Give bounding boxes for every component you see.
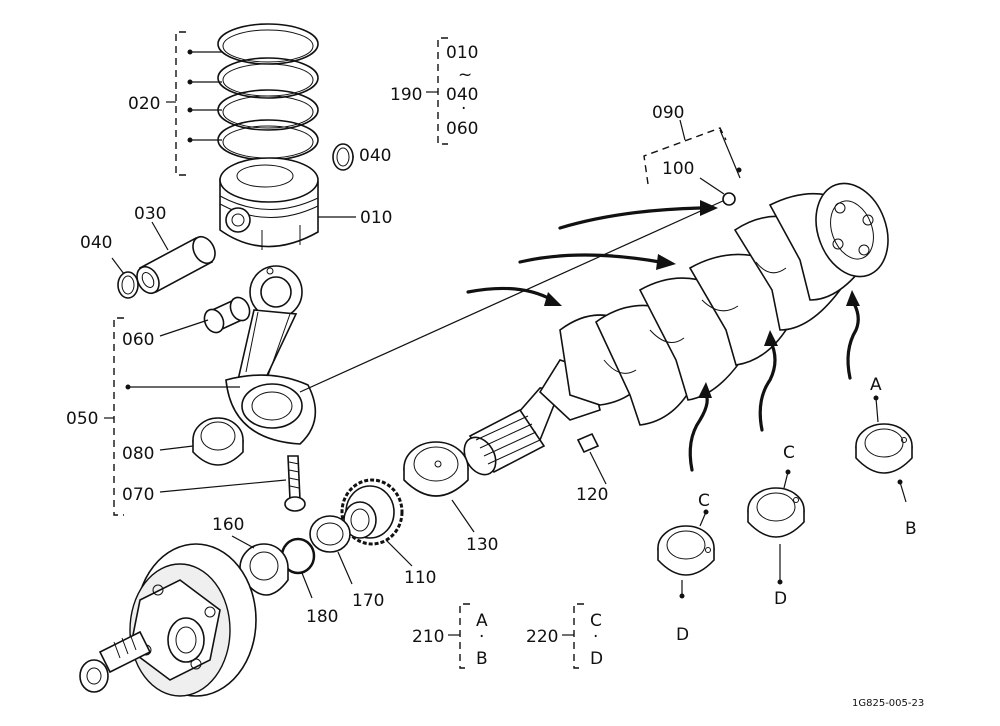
circlip-left: [117, 271, 139, 299]
group190-mid: 040: [446, 85, 478, 105]
bracket-210: [459, 603, 470, 669]
bearing-2-top-letter: C: [783, 443, 795, 463]
bearing-3-top-letter: A: [870, 375, 882, 395]
group210-bottom: B: [476, 649, 488, 669]
group210-sep: ·: [479, 627, 484, 647]
bearing-1-top-letter: C: [698, 491, 710, 511]
label-170: 170: [352, 591, 384, 611]
label-090: 090: [652, 103, 684, 123]
big-end-bearing: [192, 417, 244, 466]
label-160: 160: [212, 515, 244, 535]
crank-housing: [79, 543, 257, 697]
leader-060: [159, 319, 209, 337]
bearing-3-bottom-letter: B: [905, 519, 917, 539]
small-end-bushing: [203, 296, 251, 334]
circlip-right: [332, 143, 354, 171]
drawing-code: 1G825-005-23: [852, 698, 924, 709]
bearing-1: [657, 525, 715, 576]
bracket-190: [437, 37, 448, 145]
assembly-arrows: [466, 200, 860, 472]
piston-rings: [217, 23, 319, 161]
crankshaft: [463, 182, 889, 476]
label-080: 080: [122, 444, 154, 464]
bearing-2-bottom-letter: D: [774, 589, 787, 609]
bearing-1-bottom-letter: D: [676, 625, 689, 645]
leader-110: [385, 539, 413, 567]
label-060: 060: [122, 330, 154, 350]
bearing-3: [855, 423, 913, 474]
rod-bolt: [284, 455, 306, 512]
leader-180: [301, 572, 313, 599]
label-210: 210: [412, 627, 444, 647]
label-030: 030: [134, 204, 166, 224]
label-110: 110: [404, 568, 436, 588]
key-120: [576, 432, 600, 454]
collar-170: [309, 515, 351, 553]
group190-tilde: ~: [458, 65, 472, 85]
leader-170: [337, 551, 353, 585]
leader-160: [231, 535, 255, 549]
label-220: 220: [526, 627, 558, 647]
bracket-220: [573, 603, 584, 669]
oil-seal-160: [239, 543, 289, 596]
label-180: 180: [306, 607, 338, 627]
label-070: 070: [122, 485, 154, 505]
piston-pin: [136, 235, 216, 295]
leader-120: [589, 451, 607, 485]
label-050: 050: [66, 409, 98, 429]
crank-pin-line: [299, 199, 726, 393]
label-040-left: 040: [80, 233, 112, 253]
connecting-rod: [225, 265, 317, 445]
leader-070: [159, 479, 287, 493]
piston: [219, 157, 319, 250]
group220-sep: ·: [593, 627, 598, 647]
group190-sep: ·: [461, 99, 466, 119]
crank-gear: [340, 478, 404, 546]
label-130: 130: [466, 535, 498, 555]
bracket-050: [113, 317, 124, 516]
group190-top: 010: [446, 43, 478, 63]
label-040-right: 040: [359, 146, 391, 166]
label-190: 190: [390, 85, 422, 105]
leader-100: [699, 177, 725, 195]
leader-130: [451, 499, 475, 533]
group220-bottom: D: [590, 649, 603, 669]
leader-040-left: [111, 257, 125, 275]
leader-030: [151, 221, 169, 251]
label-010: 010: [360, 208, 392, 228]
group210-top: A: [476, 611, 488, 631]
label-020: 020: [128, 94, 160, 114]
group220-top: C: [590, 611, 602, 631]
main-bearing-130: [403, 441, 469, 497]
bearing-2: [747, 487, 805, 538]
group190-bottom: 060: [446, 119, 478, 139]
label-120: 120: [576, 485, 608, 505]
plug-100: [722, 192, 736, 206]
ring-leaders: [166, 31, 222, 176]
bracket-090: [643, 127, 727, 185]
leader-080: [159, 445, 194, 451]
label-100: 100: [662, 159, 694, 179]
